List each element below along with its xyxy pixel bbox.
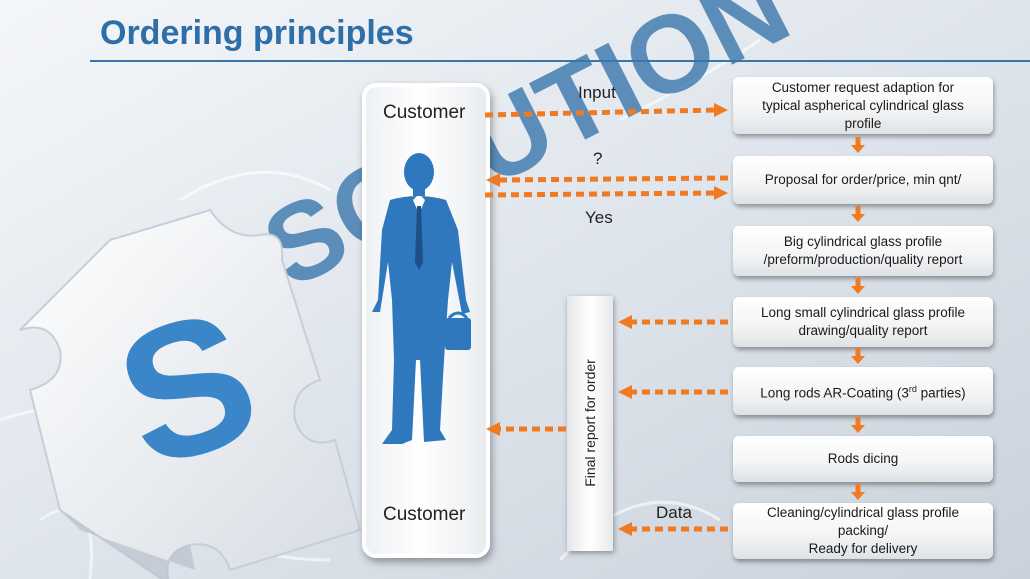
customer-label-top: Customer	[383, 102, 466, 123]
arrow-yes	[484, 190, 717, 198]
arrowhead-report-to-customer	[486, 422, 500, 436]
businessman-icon	[372, 153, 471, 444]
arrowhead-report-2	[618, 385, 632, 399]
label-data: Data	[656, 503, 692, 522]
label-question: ?	[593, 149, 603, 168]
label-yes: Yes	[585, 208, 613, 227]
step-big-profile: Big cylindrical glass profile/preform/pr…	[733, 226, 993, 276]
arrowhead-data	[618, 522, 632, 536]
page-title: Ordering principles	[100, 14, 414, 52]
step-dicing: Rods dicing	[733, 436, 993, 482]
arrowhead-question	[486, 173, 500, 187]
title-divider	[90, 60, 1030, 62]
step-coating: Long rods AR-Coating (3rd parties)	[733, 367, 993, 415]
arrow-question	[499, 175, 729, 183]
arrow-input	[484, 107, 717, 118]
customer-label-bottom: Customer	[383, 504, 466, 525]
label-input: Input	[578, 83, 616, 102]
final-report-panel	[567, 296, 613, 551]
puzzle-piece: S	[19, 208, 362, 579]
arrowhead-report-1	[618, 315, 632, 329]
arrowhead-yes	[714, 186, 728, 200]
step-proposal: Proposal for order/price, min qnt/	[733, 156, 993, 204]
arrowhead-input	[714, 103, 728, 117]
flow-arrows	[851, 137, 865, 500]
